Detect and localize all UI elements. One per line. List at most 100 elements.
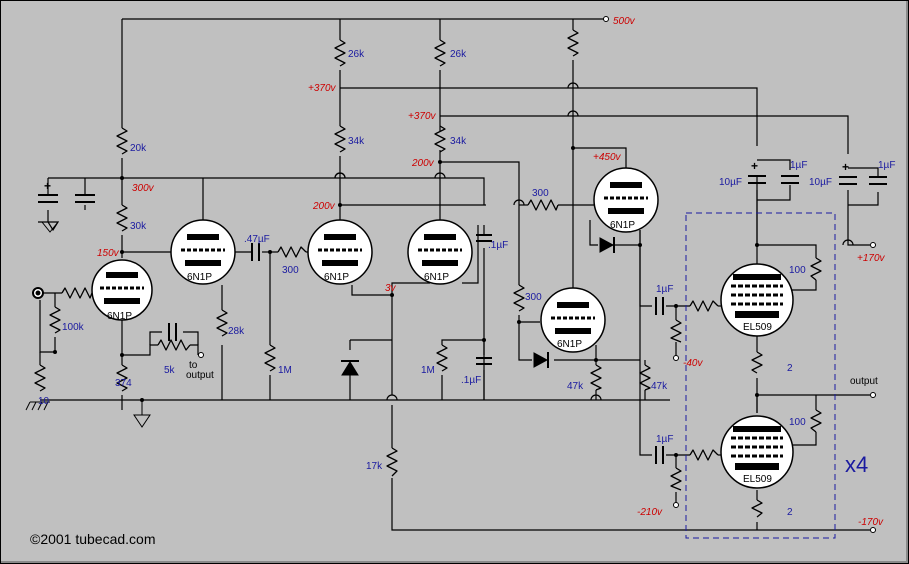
resistor-34k-b [434, 125, 446, 153]
voltage-plus170v: +170v [857, 253, 886, 264]
capacitor-01uf-a [476, 234, 492, 242]
diode-tail [341, 360, 359, 376]
tube-6n1p-5 [540, 287, 606, 353]
wire-crossovers [334, 82, 854, 401]
voltage-370v-a: +370v [308, 83, 337, 94]
label-1m-a: 1M [278, 365, 292, 376]
capacitor-labels: .47µF .1µF .1µF 1µF 1µF 1µF 1µF 10µF 10µ… [244, 160, 895, 445]
voltage-neg210v: -210v [637, 507, 663, 518]
label-47k-b: 47k [651, 381, 668, 392]
tube-label-4: 6N1P [424, 272, 449, 283]
resistor-20k [116, 127, 128, 155]
capacitor-cathode-bypass [168, 323, 177, 341]
resistor-grid-el-lower [689, 449, 719, 461]
tube-el509-upper [720, 263, 794, 337]
tube-6n1p-3 [307, 219, 373, 285]
voltage-370v-b: +370v [408, 111, 437, 122]
tube-label-3: 6N1P [324, 272, 349, 283]
credit-text: ©2001 tubecad.com [30, 531, 156, 547]
resistor-28k [216, 309, 228, 337]
ground-icon [38, 221, 60, 233]
label-10: 10 [38, 396, 50, 407]
grounds [25, 221, 151, 428]
label-26k-b: 26k [450, 49, 467, 60]
resistor-17k [386, 447, 398, 477]
resistor-34k-a [334, 125, 346, 153]
terminal-plus170 [870, 242, 876, 248]
svg-text:+: + [842, 160, 849, 174]
x4-dashed-box [685, 212, 836, 539]
wiring [39, 18, 879, 531]
capacitor-10uf-b [839, 176, 857, 185]
tube-label-2: 6N1P [187, 272, 212, 283]
label-10uf-b: 10µF [809, 177, 832, 188]
capacitor-1uf-c [655, 297, 664, 315]
voltage-300v: 300v [132, 183, 155, 194]
resistor-26k-b [434, 39, 446, 67]
label-300-a: 300 [282, 265, 299, 276]
tube-label-el509-lower: EL509 [743, 474, 772, 485]
label-1uf-d: 1µF [656, 434, 673, 445]
terminal-neg170 [870, 527, 876, 533]
label-01uf-a: .1µF [488, 240, 508, 251]
label-34k-b: 34k [450, 136, 467, 147]
label-300-c: 300 [525, 292, 542, 303]
terminal-neg40 [673, 355, 679, 361]
misc-labels: to output output x4 ©2001 tubecad.com [30, 360, 878, 547]
label-100k: 100k [62, 322, 85, 333]
diodes [341, 237, 615, 376]
svg-text:+: + [751, 159, 758, 173]
label-5k: 5k [164, 365, 176, 376]
tubes [91, 167, 794, 489]
capacitor-1uf-d [655, 446, 664, 464]
resistor-100-b [810, 409, 822, 433]
label-1uf-c: 1µF [656, 284, 673, 295]
tube-label-1: 6N1P [107, 311, 132, 322]
label-100-b: 100 [789, 417, 806, 428]
tube-label-el509-upper: EL509 [743, 322, 772, 333]
label-26k-a: 26k [348, 49, 365, 60]
label-100-a: 100 [789, 265, 806, 276]
capacitor-047uf [251, 243, 260, 261]
label-1uf-e: 1µF [790, 160, 807, 171]
terminal-output [870, 392, 876, 398]
label-10uf-a: 10µF [719, 177, 742, 188]
to-output-label-2: output [186, 370, 214, 381]
capacitor-1uf-e [781, 175, 799, 184]
diode-cf-upper [599, 237, 615, 253]
ground-icon [25, 401, 50, 411]
label-1uf-f: 1µF [878, 160, 895, 171]
terminal-to-output [198, 352, 204, 358]
resistor-labels: 26k 26k 34k 34k 20k 30k 300 300 300 100k… [38, 49, 806, 518]
ground-icon [133, 400, 151, 428]
multiplier-label: x4 [845, 452, 868, 477]
tube-label-5: 6N1P [557, 339, 582, 350]
label-20k: 20k [130, 143, 147, 154]
to-output-label-1: to [189, 360, 198, 371]
capacitors [38, 175, 887, 464]
label-01uf-b: .1µF [461, 375, 481, 386]
terminal-500v [603, 16, 609, 22]
resistor-100k [49, 306, 61, 334]
label-30k: 30k [130, 221, 147, 232]
tube-6n1p-2 [170, 219, 236, 285]
label-17k: 17k [366, 461, 383, 472]
label-300-b: 300 [532, 188, 549, 199]
capacitor-supply-left [38, 194, 58, 203]
terminal-neg210 [673, 502, 679, 508]
voltage-neg40v: -40v [683, 358, 703, 369]
resistor-bias-lower [670, 467, 682, 491]
label-34k-a: 34k [348, 136, 365, 147]
resistor-47k-a [590, 364, 602, 391]
voltage-150v: 150v [97, 248, 120, 259]
label-047uf: .47µF [244, 234, 270, 245]
svg-text:+: + [44, 179, 51, 193]
tube-6n1p-4 [407, 219, 473, 285]
resistor-10 [34, 364, 46, 392]
resistor-26k-a [334, 39, 346, 67]
capacitor-10uf-a [748, 175, 766, 184]
voltage-3v: 3v [385, 283, 397, 294]
capacitor-1uf-f [869, 176, 887, 185]
tube-6n1p-input [91, 259, 153, 321]
